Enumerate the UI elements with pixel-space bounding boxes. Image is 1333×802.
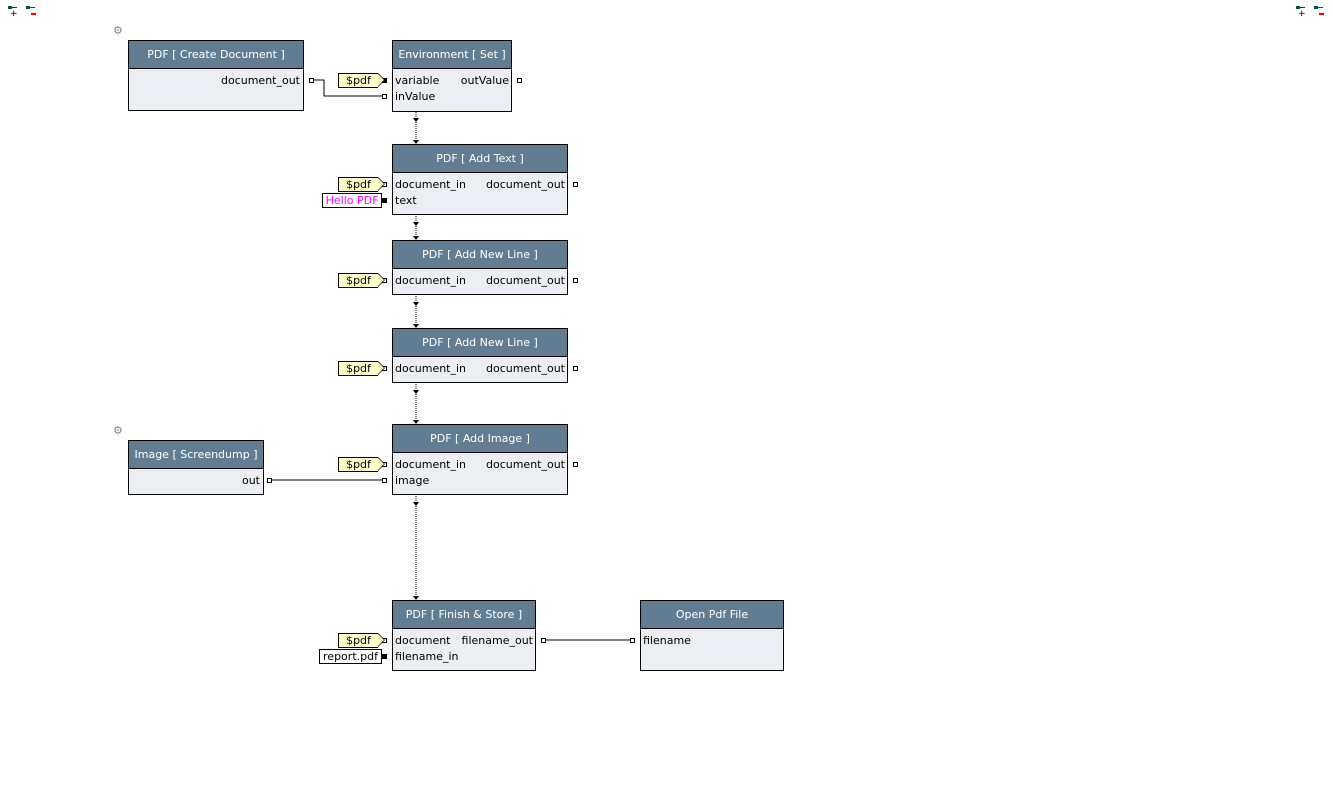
node-title: PDF [ Create Document ] (129, 41, 303, 69)
node-environment-set[interactable]: Environment [ Set ] variable inValue out… (392, 40, 512, 112)
collapse-all-button-right[interactable] (1314, 6, 1324, 16)
output-pin[interactable] (573, 462, 578, 467)
port-filename-out[interactable]: filename_out (461, 634, 533, 647)
node-title: PDF [ Add New Line ] (393, 241, 567, 269)
port-document-in[interactable]: document_in (395, 362, 467, 375)
node-add-new-line[interactable]: PDF [ Add New Line ] document_in documen… (392, 328, 568, 383)
node-title: Open Pdf File (641, 601, 783, 629)
port-document-in[interactable]: document_in (395, 178, 467, 191)
node-title: Image [ Screendump ] (129, 441, 263, 469)
wire (314, 79, 384, 97)
arrow-icon (413, 236, 419, 240)
input-pin[interactable] (630, 638, 635, 643)
literal-hello-pdf[interactable]: Hello PDF (322, 193, 382, 208)
port-filename[interactable]: filename (643, 634, 691, 647)
arrow-icon (413, 596, 419, 600)
node-title: Environment [ Set ] (393, 41, 511, 69)
output-pin[interactable] (517, 78, 522, 83)
arrow-icon (413, 502, 419, 506)
arrow-icon (413, 390, 419, 394)
node-title: PDF [ Finish & Store ] (393, 601, 535, 629)
variable-tag[interactable]: $pdf (338, 73, 385, 88)
variable-tag[interactable]: $pdf (338, 633, 385, 648)
output-pin[interactable] (309, 78, 314, 83)
port-out[interactable]: out (241, 474, 260, 487)
port-filename-in[interactable]: filename_in (395, 650, 459, 663)
arrow-icon (413, 420, 419, 424)
output-pin[interactable] (541, 638, 546, 643)
output-pin[interactable] (573, 278, 578, 283)
node-image-screendump[interactable]: Image [ Screendump ] out (128, 440, 264, 495)
output-pin[interactable] (573, 182, 578, 187)
port-document-out[interactable]: document_out (485, 458, 565, 471)
port-document[interactable]: document (395, 634, 451, 647)
input-pin[interactable] (382, 94, 387, 99)
node-title: PDF [ Add New Line ] (393, 329, 567, 357)
variable-tag[interactable]: $pdf (338, 361, 385, 376)
arrow-icon (413, 324, 419, 328)
port-document-out[interactable]: document_out (485, 274, 565, 287)
expand-all-button-right[interactable]: + (1296, 6, 1306, 19)
literal-report-pdf[interactable]: report.pdf (319, 649, 382, 664)
collapse-all-button[interactable] (26, 6, 36, 16)
node-title: PDF [ Add Image ] (393, 425, 567, 453)
input-pin[interactable] (382, 198, 387, 203)
port-invalue[interactable]: inValue (395, 90, 436, 103)
port-image[interactable]: image (395, 474, 430, 487)
node-add-new-line[interactable]: PDF [ Add New Line ] document_in documen… (392, 240, 568, 295)
arrow-icon (413, 302, 419, 306)
node-title: PDF [ Add Text ] (393, 145, 567, 173)
variable-tag[interactable]: $pdf (338, 457, 385, 472)
node-finish-store[interactable]: PDF [ Finish & Store ] document filename… (392, 600, 536, 671)
input-pin[interactable] (382, 654, 387, 659)
port-variable[interactable]: variable (395, 74, 440, 87)
port-document-out[interactable]: document_out (220, 74, 300, 87)
port-document-in[interactable]: document_in (395, 274, 467, 287)
output-pin[interactable] (267, 478, 272, 483)
variable-tag[interactable]: $pdf (338, 177, 385, 192)
node-add-image[interactable]: PDF [ Add Image ] document_in image docu… (392, 424, 568, 495)
node-open-pdf-file[interactable]: Open Pdf File filename (640, 600, 784, 671)
port-text[interactable]: text (395, 194, 417, 207)
port-outvalue[interactable]: outValue (460, 74, 509, 87)
arrow-icon (413, 118, 419, 122)
arrow-icon (413, 140, 419, 144)
arrow-icon (413, 222, 419, 226)
expand-all-button[interactable]: + (8, 6, 18, 19)
node-add-text[interactable]: PDF [ Add Text ] document_in text docume… (392, 144, 568, 215)
port-document-in[interactable]: document_in (395, 458, 467, 471)
gear-icon[interactable]: ⚙ (113, 24, 123, 37)
port-document-out[interactable]: document_out (485, 362, 565, 375)
gear-icon[interactable]: ⚙ (113, 424, 123, 437)
output-pin[interactable] (573, 366, 578, 371)
variable-tag[interactable]: $pdf (338, 273, 385, 288)
node-create-document[interactable]: PDF [ Create Document ] document_out (128, 40, 304, 111)
input-pin[interactable] (382, 478, 387, 483)
port-document-out[interactable]: document_out (485, 178, 565, 191)
